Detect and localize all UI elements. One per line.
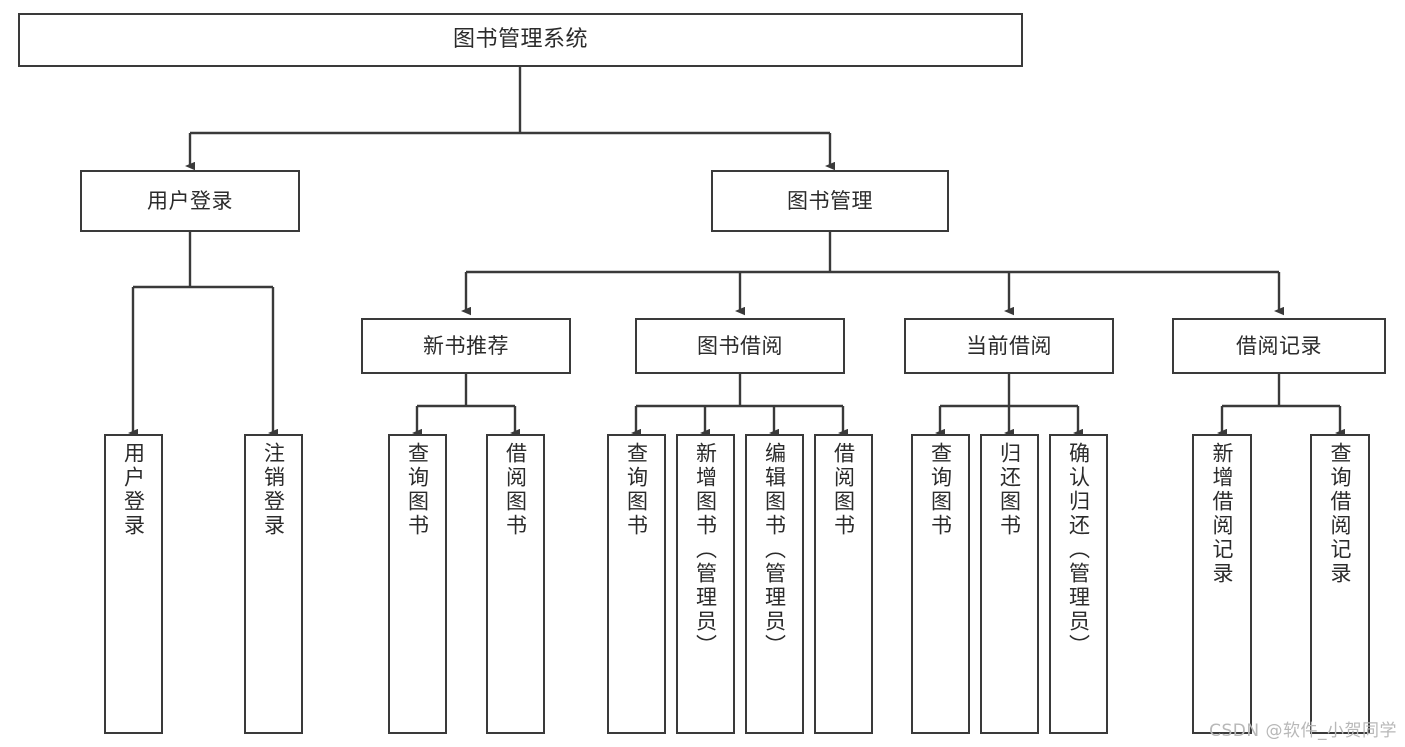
node-book-management[interactable]: 图书管理 [711, 170, 949, 232]
leaf-user-login[interactable]: 用户登录 [104, 434, 163, 734]
node-current-borrow[interactable]: 当前借阅 [904, 318, 1114, 374]
csdn-watermark: CSDN @软件_小贺同学 [1209, 721, 1397, 741]
node-label: 注销登录 [261, 442, 286, 538]
leaf-edit-book-admin[interactable]: 编辑图书（管理员） [745, 434, 804, 734]
node-label: 新书推荐 [423, 333, 509, 358]
node-root-book-management-system[interactable]: 图书管理系统 [18, 13, 1023, 67]
node-label: 归还图书 [997, 442, 1022, 538]
node-user-login[interactable]: 用户登录 [80, 170, 300, 232]
node-label: 当前借阅 [966, 333, 1052, 358]
node-label: 查询图书 [405, 442, 430, 538]
node-label: 新增图书（管理员） [693, 442, 718, 658]
node-label: 查询图书 [624, 442, 649, 538]
node-label: 编辑图书（管理员） [762, 442, 787, 658]
node-label: 借阅记录 [1236, 333, 1322, 358]
leaf-return-book[interactable]: 归还图书 [980, 434, 1039, 734]
node-label: 确认归还（管理员） [1066, 442, 1091, 658]
leaf-borrow-book-borrow[interactable]: 借阅图书 [814, 434, 873, 734]
leaf-query-book-recommend[interactable]: 查询图书 [388, 434, 447, 734]
node-label: 查询借阅记录 [1328, 442, 1353, 586]
leaf-borrow-book-recommend[interactable]: 借阅图书 [486, 434, 545, 734]
leaf-logout-login[interactable]: 注销登录 [244, 434, 303, 734]
node-new-book-recommend[interactable]: 新书推荐 [361, 318, 571, 374]
leaf-query-book-current[interactable]: 查询图书 [911, 434, 970, 734]
node-label: 图书管理 [787, 188, 873, 213]
node-book-borrow[interactable]: 图书借阅 [635, 318, 845, 374]
leaf-add-borrow-record[interactable]: 新增借阅记录 [1192, 434, 1252, 734]
leaf-add-book-admin[interactable]: 新增图书（管理员） [676, 434, 735, 734]
node-label: 用户登录 [147, 188, 233, 213]
node-label: 图书借阅 [697, 333, 783, 358]
node-label: 用户登录 [121, 442, 146, 538]
leaf-confirm-return-admin[interactable]: 确认归还（管理员） [1049, 434, 1108, 734]
node-label: 图书管理系统 [452, 26, 588, 52]
node-label: 借阅图书 [831, 442, 856, 538]
node-label: 查询图书 [928, 442, 953, 538]
node-label: 借阅图书 [503, 442, 528, 538]
leaf-query-borrow-record[interactable]: 查询借阅记录 [1310, 434, 1370, 734]
node-label: 新增借阅记录 [1210, 442, 1235, 586]
leaf-query-book-borrow[interactable]: 查询图书 [607, 434, 666, 734]
node-borrow-record[interactable]: 借阅记录 [1172, 318, 1386, 374]
